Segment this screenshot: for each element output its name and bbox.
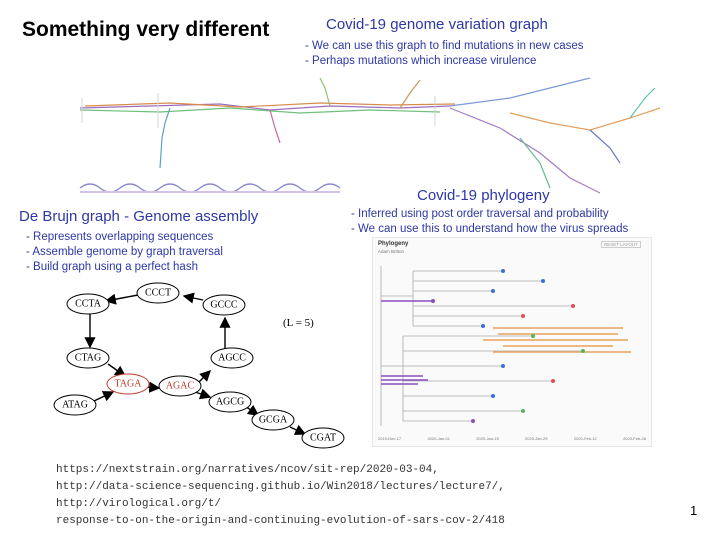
- variation-bullet: - Perhaps mutations which increase virul…: [305, 55, 537, 67]
- reference-link[interactable]: https://nextstrain.org/narratives/ncov/s…: [56, 464, 439, 476]
- phylogeny-date-axis: 2019-Dec-17 2020-Jan-01 2020-Jan-15 2020…: [378, 436, 646, 441]
- axis-date: 2020-Jan-15: [476, 436, 499, 441]
- debruijn-bullet: - Build graph using a perfect hash: [26, 261, 198, 273]
- variation-bullet: - We can use this graph to find mutation…: [305, 40, 584, 52]
- node-agac: AGAC: [166, 381, 195, 392]
- debruijn-bullet: - Assemble genome by graph traversal: [26, 246, 223, 258]
- phylogeny-panel-subtitle: Adam Britton: [378, 249, 405, 254]
- reference-link[interactable]: http://data-science-sequencing.github.io…: [56, 481, 505, 493]
- node-gccc: GCCC: [210, 300, 238, 311]
- variation-bullets: - We can use this graph to find mutation…: [305, 39, 584, 69]
- axis-date: 2020-Jan-29: [525, 436, 548, 441]
- axis-date: 2020-Feb-12: [573, 436, 597, 441]
- reference-link[interactable]: http://virological.org/t/: [56, 498, 222, 510]
- reset-layout-button[interactable]: RESET LAYOUT: [601, 241, 641, 248]
- axis-date: 2020-Feb-26: [623, 436, 646, 441]
- axis-date: 2020-Jan-01: [427, 436, 450, 441]
- node-agcc: AGCC: [218, 353, 246, 364]
- debruijn-bullet: - Represents overlapping sequences: [26, 231, 214, 243]
- node-atag: ATAG: [62, 400, 88, 411]
- debruijn-bullets: - Represents overlapping sequences - Ass…: [26, 230, 223, 275]
- node-cccT: CCCT: [145, 288, 171, 299]
- slide-title: Something very different: [22, 18, 270, 41]
- debruijn-heading-part2: Genome assembly: [133, 208, 259, 225]
- page-number: 1: [690, 503, 698, 518]
- phylogeny-panel-title: Phylogeny: [378, 241, 409, 247]
- variation-heading: Covid-19 genome variation graph: [326, 16, 548, 33]
- phylogeny-bullets: - Inferred using post order traversal an…: [351, 207, 628, 237]
- node-ctag: CTAG: [75, 353, 101, 364]
- debruijn-graph: CCCT CCTA GCCC CTAG AGCC TAGA AGAC ATAG …: [53, 282, 345, 449]
- references: https://nextstrain.org/narratives/ncov/s…: [56, 462, 505, 530]
- debruijn-heading: De Brujn graph - Genome assembly: [19, 208, 258, 225]
- phylogeny-tree: [380, 266, 631, 426]
- phylogeny-panel: Phylogeny Adam Britton RESET LAYOUT: [372, 237, 652, 447]
- reference-link[interactable]: response-to-on-the-origin-and-continuing…: [56, 515, 505, 527]
- node-ccta: CCTA: [75, 299, 102, 310]
- node-cgat: CGAT: [310, 433, 336, 444]
- debruijn-heading-part1: De Brujn graph: [19, 208, 120, 225]
- k-param-label: (L = 5): [283, 317, 314, 329]
- axis-date: 2019-Dec-17: [378, 436, 402, 441]
- phylogeny-bullet: - Inferred using post order traversal an…: [351, 208, 609, 220]
- phylogeny-bullet: - We can use this to understand how the …: [351, 223, 629, 235]
- node-taga: TAGA: [115, 379, 143, 390]
- variation-graph-image: [79, 77, 661, 194]
- debruijn-heading-sep: -: [119, 208, 134, 225]
- node-agcg: AGCG: [216, 397, 244, 408]
- phylogeny-heading: Covid-19 phylogeny: [417, 187, 550, 204]
- node-gcga: GCGA: [259, 415, 288, 426]
